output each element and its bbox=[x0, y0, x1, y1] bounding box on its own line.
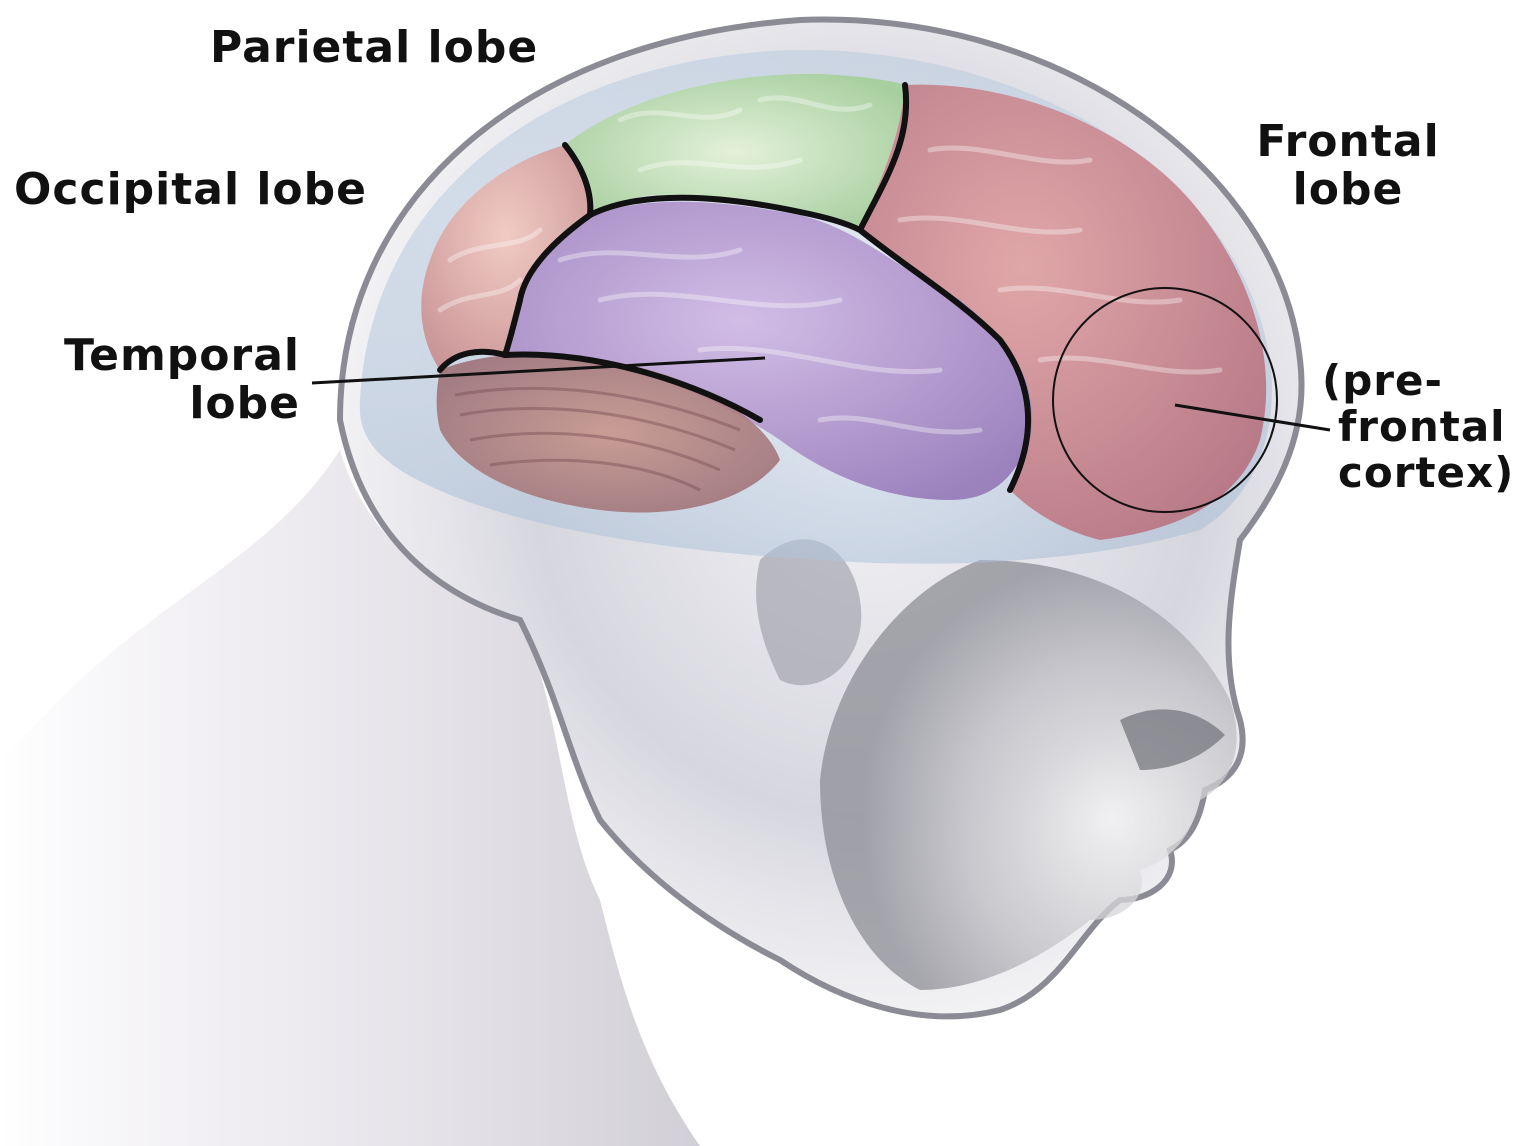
label-frontal-line-1: Frontal bbox=[1238, 118, 1458, 166]
label-temporal-lobe: Temporal lobe bbox=[30, 332, 300, 428]
label-occipital-lobe: Occipital lobe bbox=[14, 166, 367, 214]
label-frontal-line-2: lobe bbox=[1238, 166, 1458, 214]
label-parietal-lobe: Parietal lobe bbox=[210, 24, 538, 72]
label-frontal-lobe: Frontal lobe bbox=[1238, 118, 1458, 214]
label-temporal-line-1: Temporal bbox=[30, 332, 300, 380]
label-prefrontal-cortex: (pre- frontal cortex) bbox=[1322, 358, 1514, 496]
label-prefrontal-line-3: cortex) bbox=[1338, 450, 1514, 496]
label-temporal-line-2: lobe bbox=[30, 380, 300, 428]
label-prefrontal-line-1: (pre- bbox=[1322, 358, 1514, 404]
label-prefrontal-line-2: frontal bbox=[1338, 404, 1514, 450]
